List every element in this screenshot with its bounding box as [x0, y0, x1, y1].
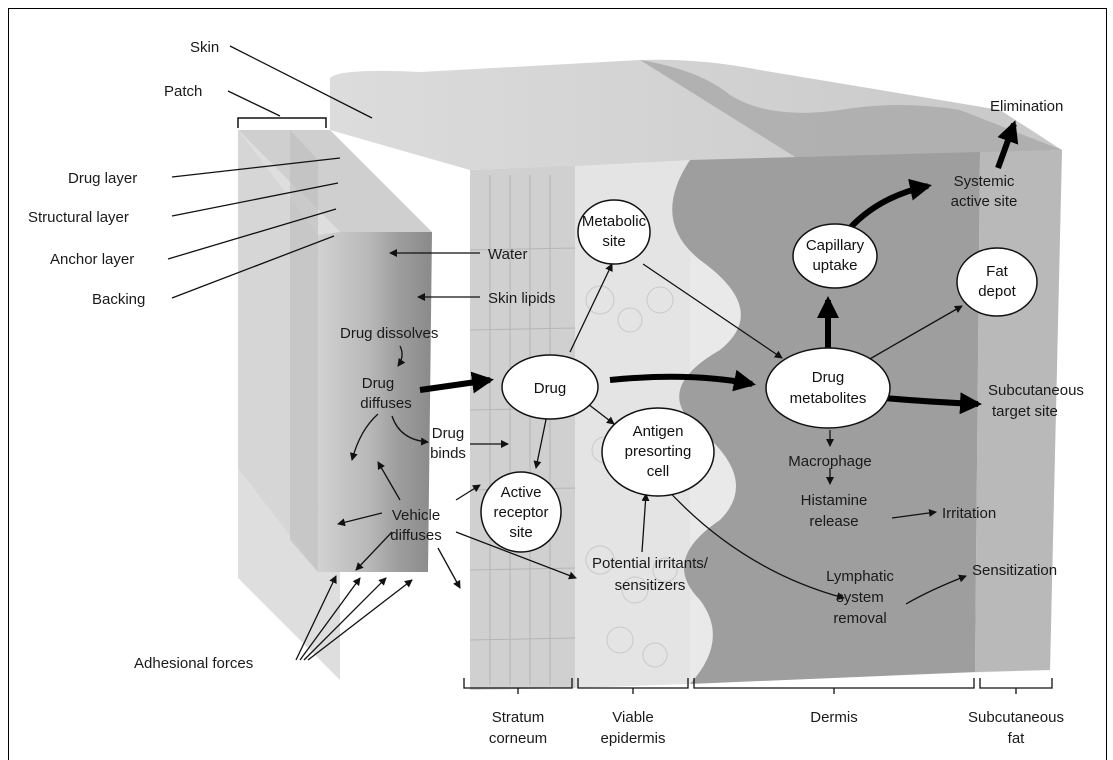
label-systemic-1: Systemic — [954, 173, 1015, 190]
node-fat-depot: Fat depot — [956, 247, 1038, 317]
svg-text:cell: cell — [647, 463, 670, 480]
label-drug-diffuses-2: diffuses — [360, 395, 411, 412]
label-patch: Patch — [164, 83, 202, 100]
label-drug-diffuses-1: Drug — [362, 375, 395, 392]
label-drug-binds-1: Drug — [432, 425, 465, 442]
label-macrophage: Macrophage — [788, 453, 871, 470]
thin-arrows — [337, 249, 967, 605]
svg-text:Drug: Drug — [534, 380, 567, 397]
label-water: Water — [488, 246, 527, 263]
label-lymphatic-1: Lymphatic — [826, 568, 894, 585]
adhesional-arrows — [295, 575, 413, 661]
svg-text:Antigen: Antigen — [633, 423, 684, 440]
bold-arrows — [419, 120, 1019, 415]
label-anchor-layer: Anchor layer — [50, 251, 134, 268]
svg-text:Capillary: Capillary — [806, 237, 865, 254]
label-vehicle-diffuses-1: Vehicle — [392, 507, 440, 524]
label-drug-dissolves: Drug dissolves — [340, 325, 438, 342]
region-viable-2: epidermis — [600, 730, 665, 747]
svg-text:uptake: uptake — [812, 257, 857, 274]
label-systemic-2: active site — [951, 193, 1018, 210]
node-drug-metabolites: Drug metabolites — [765, 347, 891, 429]
region-subcut-1: Subcutaneous — [968, 709, 1064, 726]
svg-text:Active: Active — [501, 484, 542, 501]
svg-text:site: site — [509, 524, 532, 541]
svg-text:Fat: Fat — [986, 263, 1009, 280]
label-backing: Backing — [92, 291, 145, 308]
label-subcutaneous-target-1: Subcutaneous — [988, 382, 1084, 399]
svg-text:Metabolic: Metabolic — [582, 213, 647, 230]
frame-border — [8, 8, 1107, 760]
label-potential-irritants-2: sensitizers — [615, 577, 686, 594]
label-histamine-2: release — [809, 513, 858, 530]
node-capillary-uptake: Capillary uptake — [792, 223, 878, 289]
patch-bracket — [237, 117, 327, 128]
node-antigen-presorting-cell: Antigen presorting cell — [601, 407, 715, 497]
label-elimination: Elimination — [990, 98, 1063, 115]
label-lymphatic-2: system — [836, 589, 884, 606]
region-stratum-2: corneum — [489, 730, 547, 747]
label-irritation: Irritation — [942, 505, 996, 522]
svg-text:presorting: presorting — [625, 443, 692, 460]
patch-body — [238, 130, 432, 680]
svg-text:site: site — [602, 233, 625, 250]
label-histamine-1: Histamine — [801, 492, 868, 509]
region-labels: Stratum corneum Viable epidermis Dermis … — [489, 709, 1064, 747]
label-subcutaneous-target-2: target site — [992, 403, 1058, 420]
region-subcut-2: fat — [1008, 730, 1026, 747]
node-drug: Drug — [501, 354, 599, 420]
label-lymphatic-3: removal — [833, 610, 886, 627]
region-stratum-1: Stratum — [492, 709, 545, 726]
label-sensitization: Sensitization — [972, 562, 1057, 579]
node-metabolic-site: Metabolic site — [577, 199, 651, 265]
svg-text:Drug: Drug — [812, 369, 845, 386]
label-drug-layer: Drug layer — [68, 170, 137, 187]
leader-lines — [167, 45, 373, 299]
region-brackets — [463, 678, 1053, 694]
free-labels: Skin Patch Drug layer Structural layer A… — [28, 39, 1084, 672]
label-potential-irritants-1: Potential irritants/ — [592, 555, 709, 572]
svg-text:metabolites: metabolites — [790, 390, 867, 407]
region-dermis: Dermis — [810, 709, 858, 726]
region-viable-1: Viable — [612, 709, 653, 726]
skin-top-surface — [330, 59, 1062, 170]
label-drug-binds-2: binds — [430, 445, 466, 462]
skin-block-front — [469, 150, 1062, 690]
label-skin-lipids: Skin lipids — [488, 290, 556, 307]
node-active-receptor-site: Active receptor site — [480, 471, 562, 553]
svg-text:receptor: receptor — [493, 504, 548, 521]
label-adhesional-forces: Adhesional forces — [134, 655, 253, 672]
label-structural-layer: Structural layer — [28, 209, 129, 226]
svg-text:depot: depot — [978, 283, 1016, 300]
label-skin: Skin — [190, 39, 219, 56]
label-vehicle-diffuses-2: diffuses — [390, 527, 441, 544]
